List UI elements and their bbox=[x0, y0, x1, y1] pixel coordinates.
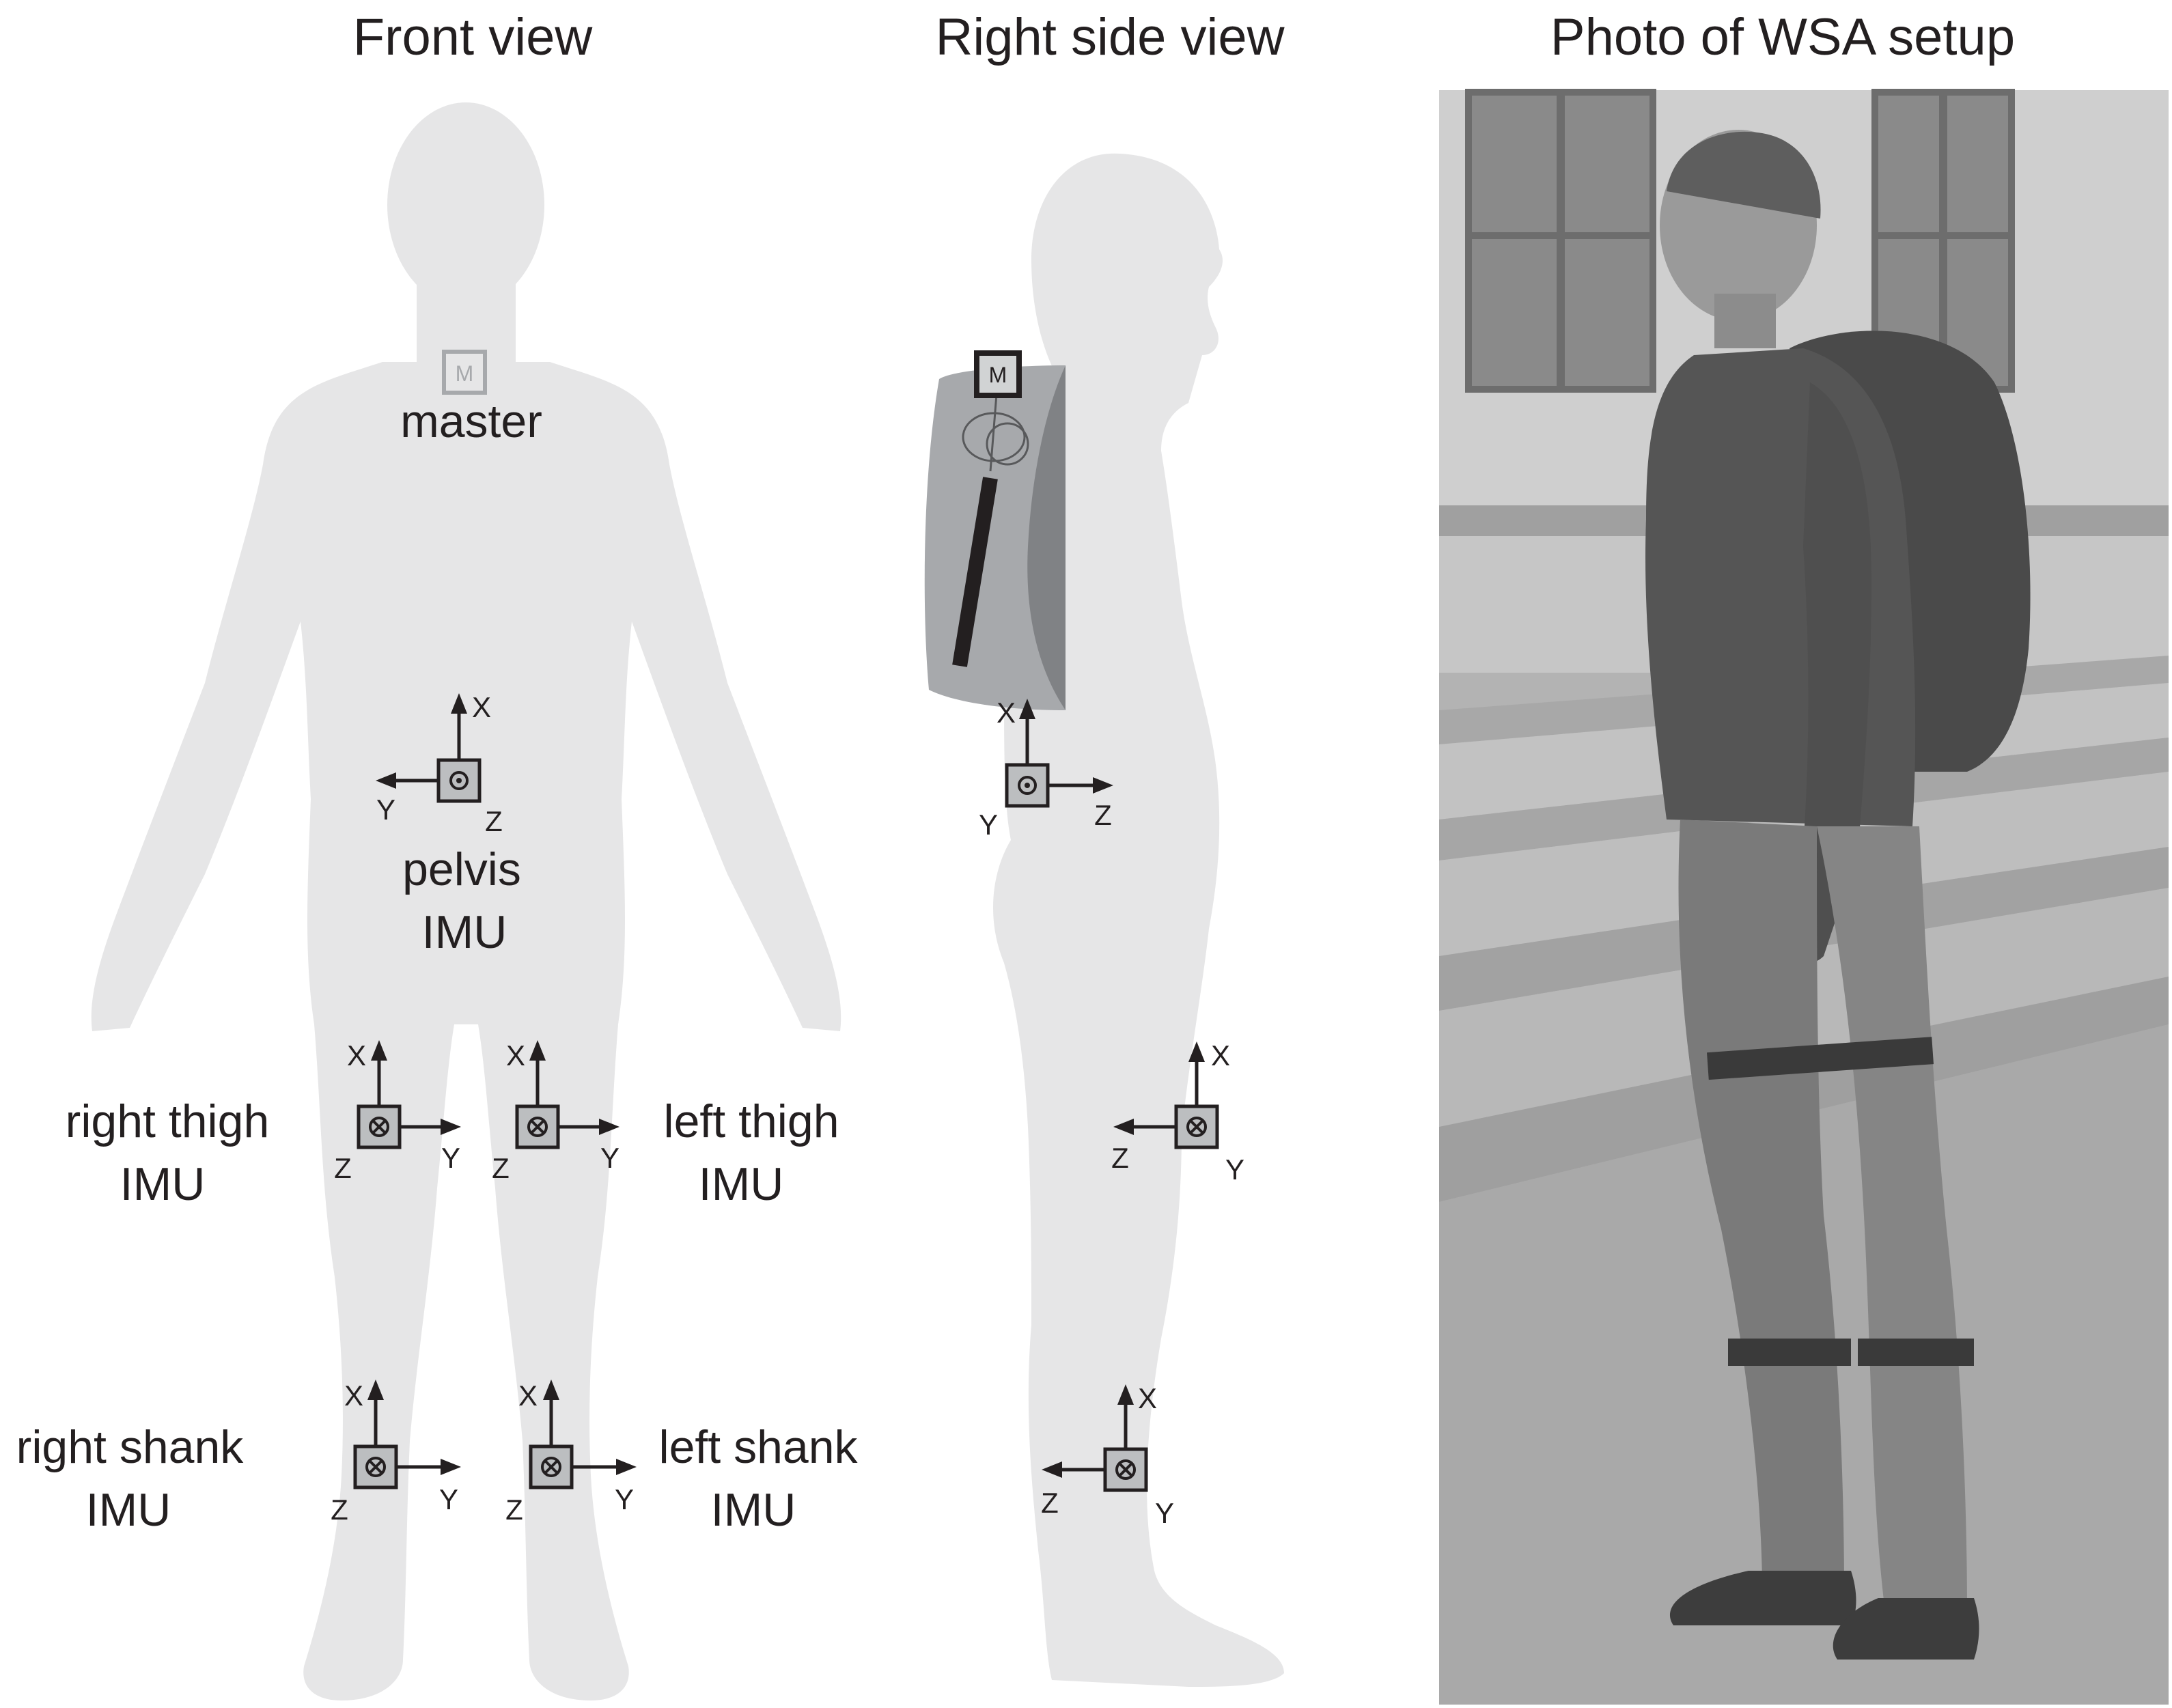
left-shank-x-label: X bbox=[518, 1380, 538, 1412]
side-shank-z-label: Z bbox=[1041, 1487, 1059, 1519]
side-shank-x-label: X bbox=[1138, 1382, 1157, 1414]
right-thigh-z-label: Z bbox=[334, 1152, 352, 1184]
pelvis-z-label: Z bbox=[485, 805, 503, 837]
right-thigh-x-label: X bbox=[347, 1039, 366, 1072]
side-thigh-imu: X Z Y bbox=[1111, 1039, 1244, 1186]
side-shank-imu: X Z Y bbox=[1041, 1382, 1174, 1529]
photo-title: Photo of WSA setup bbox=[1550, 8, 2015, 66]
left-shank-label-line2: IMU bbox=[711, 1484, 796, 1536]
left-thigh-imu: X Z Y bbox=[492, 1039, 619, 1184]
left-thigh-label-line1: left thigh bbox=[663, 1095, 839, 1147]
right-shank-label-line1: right shank bbox=[16, 1421, 245, 1473]
side-thigh-y-label: Y bbox=[1225, 1153, 1244, 1186]
side-pelvis-z-label: Z bbox=[1094, 799, 1112, 831]
side-thigh-x-label: X bbox=[1211, 1039, 1230, 1072]
side-shank-y-label: Y bbox=[1155, 1497, 1174, 1529]
pelvis-label-line2: IMU bbox=[422, 906, 507, 958]
left-thigh-z-label: Z bbox=[492, 1152, 510, 1184]
right-shank-x-label: X bbox=[344, 1380, 363, 1412]
right-thigh-label-line2: IMU bbox=[120, 1158, 206, 1210]
pelvis-x-label: X bbox=[472, 691, 491, 723]
left-shank-imu: X Z Y bbox=[505, 1380, 637, 1526]
side-pelvis-imu: X Y Z bbox=[979, 697, 1113, 841]
front-view-title: Front view bbox=[353, 8, 594, 66]
left-thigh-y-label: Y bbox=[600, 1142, 619, 1174]
left-shank-y-label: Y bbox=[615, 1483, 634, 1515]
side-thigh-z-label: Z bbox=[1111, 1142, 1129, 1174]
left-thigh-x-label: X bbox=[506, 1039, 525, 1072]
pelvis-imu: X Y Z bbox=[376, 691, 503, 837]
right-thigh-y-label: Y bbox=[441, 1142, 460, 1174]
right-thigh-imu: X Z Y bbox=[334, 1039, 461, 1184]
side-pelvis-x-label: X bbox=[997, 697, 1016, 729]
pelvis-y-label: Y bbox=[376, 794, 395, 826]
backpack bbox=[924, 365, 1066, 710]
right-shank-imu: X Z Y bbox=[331, 1380, 461, 1526]
side-silhouette bbox=[992, 153, 1284, 1687]
side-master-letter: M bbox=[989, 363, 1007, 387]
left-thigh-label-line2: IMU bbox=[699, 1158, 784, 1210]
master-label: master bbox=[400, 395, 542, 447]
side-master-sensor: M bbox=[974, 350, 1022, 398]
wsa-setup-photo bbox=[1439, 89, 2169, 1705]
right-shank-label-line2: IMU bbox=[86, 1484, 171, 1536]
front-silhouette bbox=[91, 102, 841, 1700]
right-shank-y-label: Y bbox=[439, 1483, 458, 1515]
left-shank-z-label: Z bbox=[505, 1494, 523, 1526]
front-master-sensor: M bbox=[442, 350, 487, 395]
left-shank-label-line1: left shank bbox=[658, 1421, 858, 1473]
pelvis-label-line1: pelvis bbox=[402, 843, 521, 895]
side-pelvis-y-label: Y bbox=[979, 809, 998, 841]
right-shank-z-label: Z bbox=[331, 1494, 348, 1526]
front-master-letter: M bbox=[456, 361, 474, 386]
side-view-title: Right side view bbox=[935, 8, 1285, 66]
right-thigh-label-line1: right thigh bbox=[66, 1095, 270, 1147]
